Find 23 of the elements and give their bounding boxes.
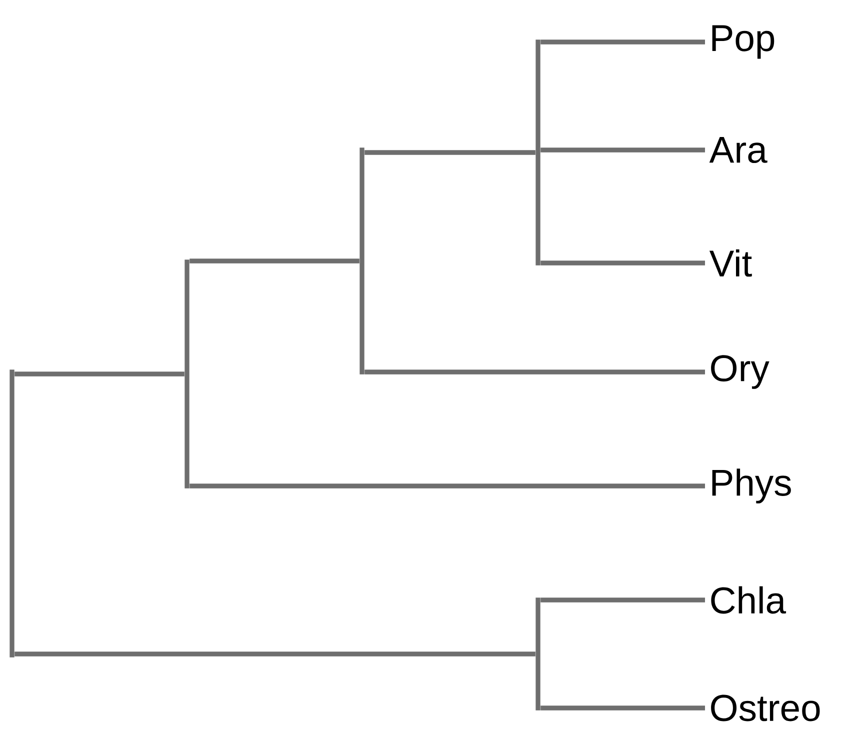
tree-branch — [364, 370, 705, 374]
leaf-label: Ara — [709, 136, 768, 163]
tree-branch — [540, 260, 705, 266]
leaf-label: Ostreo — [711, 694, 820, 722]
tree-branch — [184, 260, 190, 488]
tree-branch — [540, 598, 705, 602]
tree-branch — [536, 40, 540, 266]
leaf-label: Chla — [711, 586, 786, 614]
tree-branch — [10, 370, 14, 658]
tree-branch — [364, 150, 536, 155]
tree-branch — [536, 598, 540, 710]
leaf-label: Pop — [712, 25, 774, 59]
tree-branch — [540, 706, 705, 710]
tree-branch — [540, 148, 705, 152]
tree-branch — [14, 372, 184, 376]
leaf-label: Vit — [709, 249, 752, 277]
tree-branch — [14, 652, 536, 656]
leaf-label: Phys — [712, 468, 791, 504]
tree-branch — [190, 258, 360, 264]
leaf-label: Ory — [711, 355, 770, 389]
tree-branch — [360, 148, 364, 374]
tree-branch — [190, 484, 705, 488]
tree-branch — [540, 40, 705, 44]
